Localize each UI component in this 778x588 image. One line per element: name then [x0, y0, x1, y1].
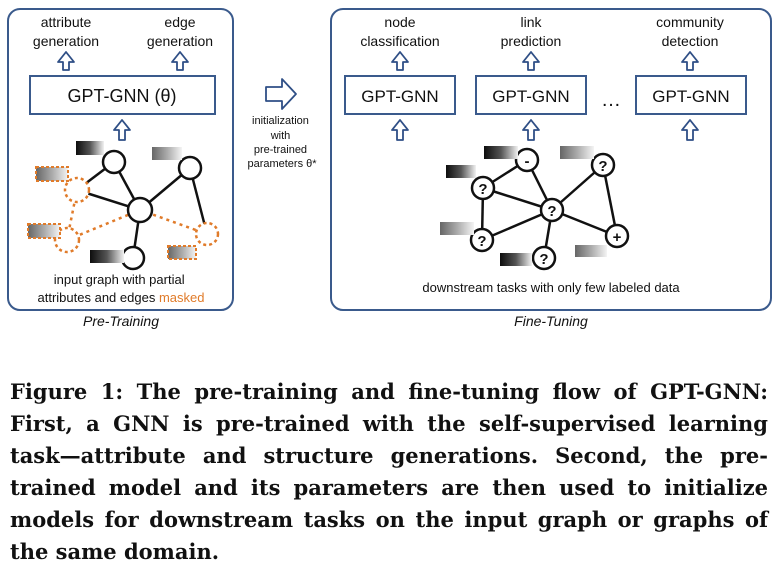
graph-node [531, 245, 557, 271]
node-attribute-bars [27, 141, 197, 263]
graph-node [177, 155, 203, 181]
up-arrow-icon [391, 119, 409, 141]
caption-body: First, a GNN is pre-trained with the sel… [10, 411, 768, 564]
finetune-model-label-1: GPT-GNN [361, 87, 438, 106]
up-arrow-icon [391, 51, 409, 71]
masked-word: masked [159, 290, 205, 305]
graph-node [120, 245, 146, 271]
pretrain-model-box [29, 75, 216, 115]
node-mark: + [613, 229, 622, 246]
attribute-bar [500, 253, 532, 266]
caption-lead: Figure 1: The pre-training and fine-tuni… [10, 379, 768, 404]
graph-node [604, 223, 630, 249]
finetune-model-label-3: GPT-GNN [652, 87, 729, 106]
attribute-bar [560, 146, 594, 159]
finetune-model-box-1 [344, 75, 456, 115]
node-mark: ? [547, 203, 556, 220]
attribute-bar [152, 147, 182, 160]
up-arrow-icon [522, 119, 540, 141]
figure-caption: Figure 1: The pre-training and fine-tuni… [10, 376, 768, 568]
attribute-bar [76, 141, 104, 155]
input-graph [27, 141, 220, 271]
pretraining-label: Pre-Training [83, 313, 159, 329]
masked-attribute-bar [35, 166, 69, 182]
masked-node [194, 221, 220, 247]
up-arrow-icon [681, 119, 699, 141]
up-arrow-icon [57, 51, 75, 71]
graph-node [470, 175, 496, 201]
finetune-model-box-3 [635, 75, 747, 115]
node-mark: ? [478, 181, 487, 198]
ellipsis: … [601, 89, 621, 111]
finetuning-label: Fine-Tuning [514, 313, 588, 329]
node-mark: ? [477, 233, 486, 250]
node-marks: - ? ? ? ? ? + [477, 153, 621, 268]
node-mark: - [525, 153, 530, 170]
masked-node [63, 176, 91, 204]
attribute-bar [446, 165, 476, 178]
transfer-block: initialization with pre-trained paramete… [247, 78, 317, 170]
pretrain-graph-caption: input graph with partial attributes and … [38, 272, 205, 305]
graph-node [101, 149, 127, 175]
finetuning-panel-frame [330, 8, 772, 311]
attribute-bar [484, 146, 518, 159]
graph-nodes [53, 149, 220, 271]
attribute-bar [90, 250, 124, 263]
node-attribute-bars [440, 146, 607, 266]
finetune-graph-caption: downstream tasks with only few labeled d… [422, 280, 680, 295]
graph-node [590, 152, 616, 178]
node-mark: ? [598, 158, 607, 175]
up-arrow-icon [113, 119, 131, 141]
finetune-model-box-2 [475, 75, 587, 115]
pretrain-model-label: GPT-GNN (θ) [67, 86, 176, 106]
attribute-bar [440, 222, 474, 235]
masked-attribute-bar [27, 223, 61, 239]
masked-attribute-bar [167, 245, 197, 260]
downstream-graph: - ? ? ? ? ? + [440, 146, 630, 271]
right-arrow-icon [265, 78, 297, 110]
node-mark: ? [539, 251, 548, 268]
graph-node [539, 197, 565, 223]
pretraining-panel-frame [7, 8, 234, 311]
up-arrow-icon [522, 51, 540, 71]
graph-node [514, 147, 540, 173]
graph-node [469, 227, 495, 253]
graph-nodes [469, 147, 630, 271]
transfer-label: initialization with pre-trained paramete… [247, 115, 317, 170]
up-arrow-icon [681, 51, 699, 71]
up-arrow-icon [171, 51, 189, 71]
attribute-bar [575, 245, 607, 257]
graph-node [126, 196, 154, 224]
finetune-model-label-2: GPT-GNN [492, 87, 569, 106]
